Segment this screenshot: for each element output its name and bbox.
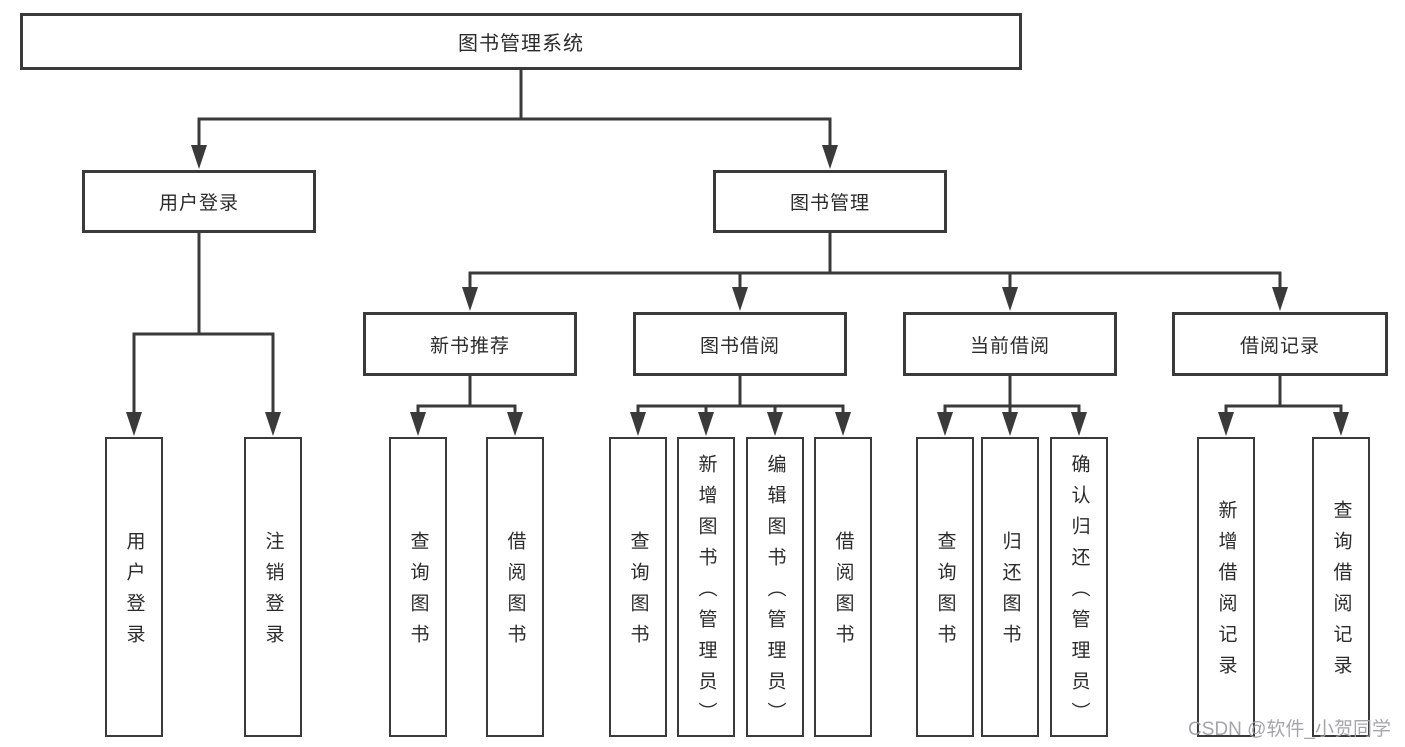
leaf-label: 查询图书 [934, 531, 956, 655]
leaf-query-borrow-record: 查询借阅记录 [1312, 437, 1370, 737]
connector-borrow-records-to-children [1218, 374, 1349, 436]
connector-root-to-level2 [191, 68, 838, 169]
arrowhead-icon [1002, 412, 1018, 436]
arrowhead-icon [1272, 287, 1288, 311]
leaf-edit-books-admin: 编辑图书（管理员） [746, 437, 804, 737]
leaf-label: 编辑图书（管理员） [764, 453, 786, 733]
leaf-query-books-current: 查询图书 [916, 437, 974, 737]
arrowhead-icon [507, 412, 523, 436]
node-book-management: 图书管理 [713, 170, 947, 233]
leaf-logout: 注销登录 [244, 437, 302, 737]
arrowhead-icon [732, 287, 748, 311]
leaf-label: 注销登录 [262, 531, 284, 655]
leaf-label: 查询图书 [407, 531, 429, 655]
arrowhead-icon [1071, 412, 1087, 436]
arrowhead-icon [462, 287, 478, 311]
node-new-book-recommendation: 新书推荐 [363, 312, 577, 376]
node-book-borrowing: 图书借阅 [633, 312, 847, 376]
leaf-confirm-return-admin: 确认归还（管理员） [1050, 437, 1108, 737]
leaf-label: 新增借阅记录 [1215, 500, 1237, 686]
leaf-label: 查询借阅记录 [1330, 500, 1352, 686]
leaf-label: 查询图书 [627, 531, 649, 655]
node-user-login: 用户登录 [82, 170, 316, 233]
arrowhead-icon [410, 412, 426, 436]
leaf-label: 确认归还（管理员） [1068, 453, 1090, 733]
connector-book-management-to-level3 [462, 231, 1288, 311]
arrowhead-icon [1218, 412, 1234, 436]
arrowhead-icon [822, 145, 838, 169]
leaf-add-borrow-record: 新增借阅记录 [1197, 437, 1255, 737]
arrowhead-icon [1333, 412, 1349, 436]
connector-current-borrow-to-children [937, 374, 1087, 436]
leaf-borrow-books-recommend: 借阅图书 [486, 437, 544, 737]
csdn-watermark: CSDN @软件_小贺同学 [1188, 719, 1391, 740]
arrowhead-icon [126, 412, 142, 436]
arrowhead-icon [767, 412, 783, 436]
arrowhead-icon [937, 412, 953, 436]
leaf-label: 借阅图书 [832, 531, 854, 655]
node-borrowing-records: 借阅记录 [1172, 312, 1388, 376]
leaf-borrow-books: 借阅图书 [814, 437, 872, 737]
arrowhead-icon [1002, 287, 1018, 311]
arrowhead-icon [191, 145, 207, 169]
connector-user-login-to-children [126, 231, 281, 436]
node-current-borrowing: 当前借阅 [903, 312, 1117, 376]
connector-new-book-to-children [410, 374, 523, 436]
leaf-return-books: 归还图书 [981, 437, 1039, 737]
leaf-label: 归还图书 [999, 531, 1021, 655]
leaf-add-books-admin: 新增图书（管理员） [677, 437, 735, 737]
node-library-management-system: 图书管理系统 [20, 13, 1022, 70]
leaf-user-login: 用户登录 [105, 437, 163, 737]
arrowhead-icon [265, 412, 281, 436]
leaf-label: 新增图书（管理员） [695, 453, 717, 733]
leaf-label: 借阅图书 [504, 531, 526, 655]
leaf-query-books-borrow: 查询图书 [609, 437, 667, 737]
arrowhead-icon [698, 412, 714, 436]
leaf-query-books-recommend: 查询图书 [389, 437, 447, 737]
arrowhead-icon [835, 412, 851, 436]
arrowhead-icon [630, 412, 646, 436]
leaf-label: 用户登录 [123, 531, 145, 655]
connector-book-borrow-to-children [630, 374, 851, 436]
